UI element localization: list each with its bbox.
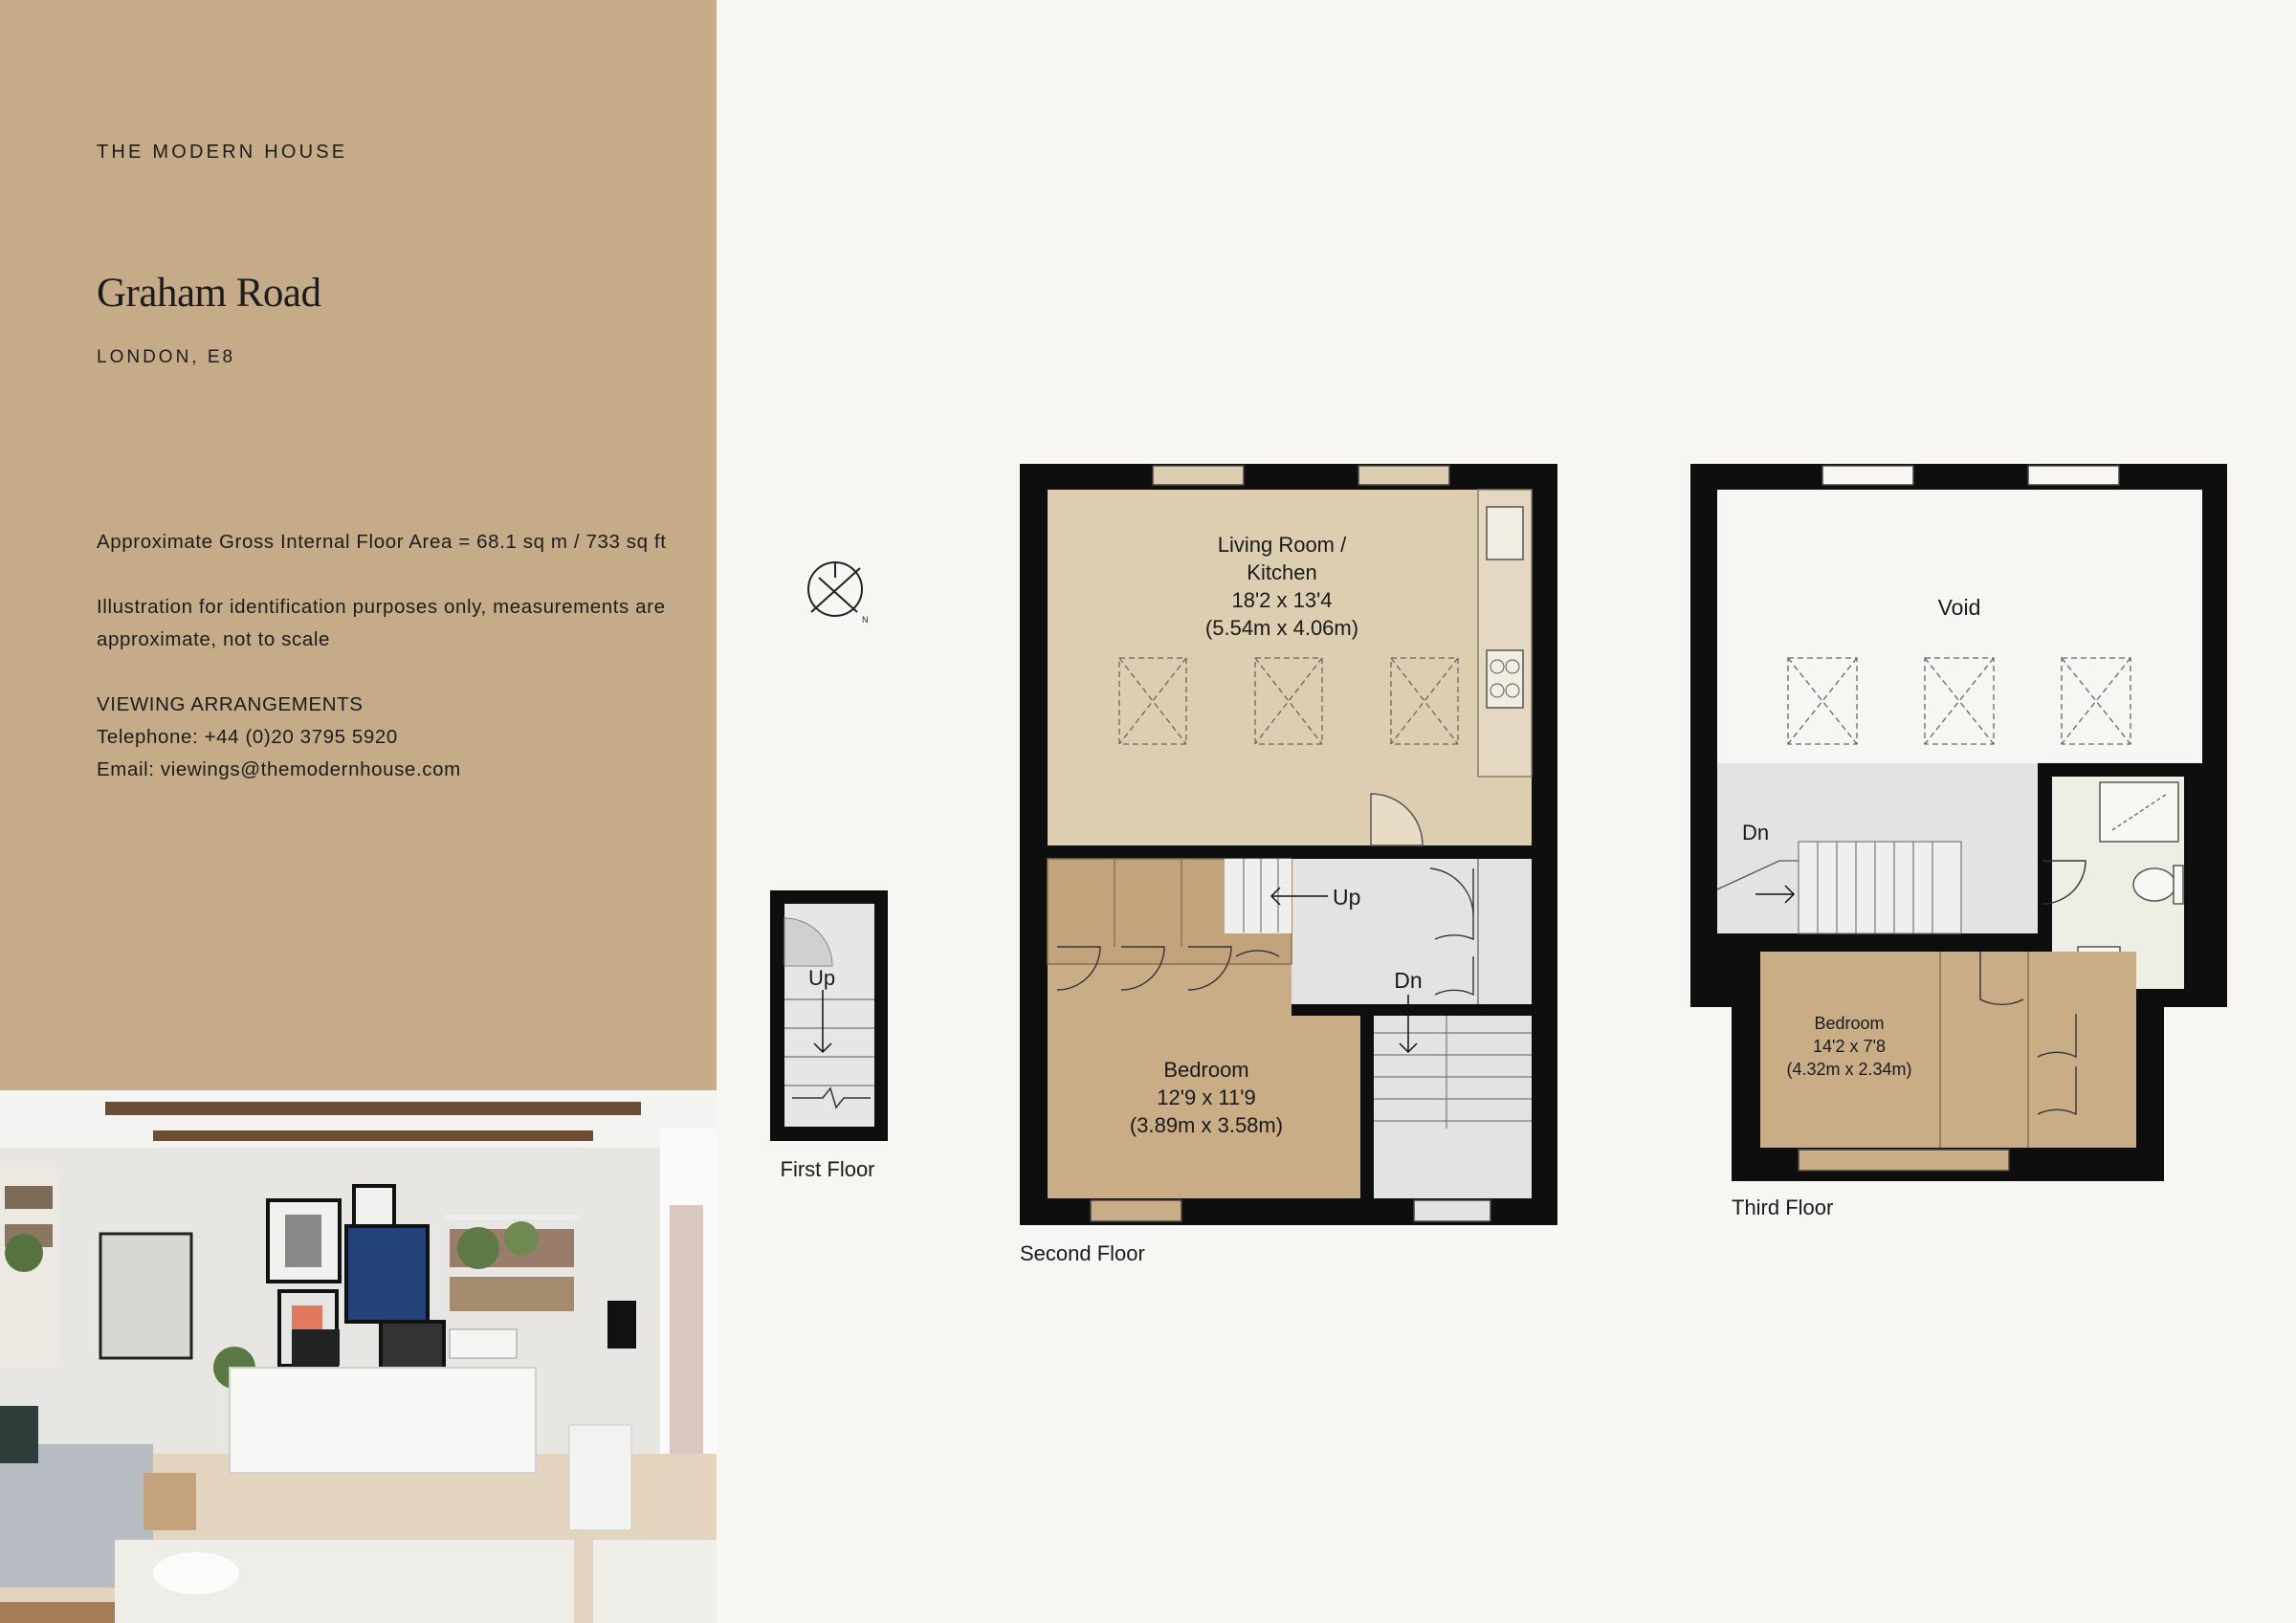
third-floor-stair-down-label: Dn	[1742, 821, 1769, 844]
bedroom-dims-imperial: 12'9 x 11'9	[1157, 1086, 1255, 1109]
sidebar-panel: THE MODERN HOUSE Graham Road LONDON, E8 …	[0, 0, 717, 1090]
brand-name: THE MODERN HOUSE	[97, 142, 348, 163]
third-floor-plan: Dn Void Bedroom 14'2 x 7'8 (4.32m x 2.34…	[1690, 464, 2227, 1219]
telephone-text: Telephone: +44 (0)20 3795 5920	[97, 726, 398, 748]
third-floor-bedroom-area	[1760, 952, 2136, 1148]
living-room-dims-metric: (5.54m x 4.06m)	[1205, 616, 1358, 640]
living-room-name-line1: Living Room /	[1218, 533, 1347, 557]
third-floor-bedroom-dims-imperial: 14'2 x 7'8	[1813, 1037, 1886, 1056]
compass-north-label: N	[862, 615, 869, 625]
bedroom-name: Bedroom	[1163, 1058, 1248, 1082]
third-floor-bedroom-dims-metric: (4.32m x 2.34m)	[1786, 1060, 1911, 1079]
bedroom-dims-metric: (3.89m x 3.58m)	[1130, 1113, 1283, 1137]
third-floor-bedroom-name: Bedroom	[1814, 1014, 1884, 1033]
disclaimer-line-2: approximate, not to scale	[97, 628, 331, 650]
first-floor-label: First Floor	[781, 1157, 875, 1181]
third-floor-label: Third Floor	[1732, 1195, 1833, 1219]
floor-area-text: Approximate Gross Internal Floor Area = …	[97, 531, 667, 553]
viewing-heading: VIEWING ARRANGEMENTS	[97, 693, 364, 715]
property-title: Graham Road	[97, 271, 321, 316]
living-room-dims-imperial: 18'2 x 13'4	[1231, 588, 1332, 612]
second-floor-label: Second Floor	[1020, 1241, 1145, 1265]
first-floor-stair-up-label: Up	[808, 966, 835, 990]
interior-photo	[0, 1090, 717, 1623]
living-room-name-line2: Kitchen	[1247, 560, 1316, 584]
second-floor-stair-up-label: Up	[1333, 885, 1360, 910]
void-label: Void	[1938, 595, 1981, 620]
compass-rose-icon: N	[807, 561, 869, 625]
first-floor-plan: Up First Floor	[770, 890, 888, 1181]
email-text: Email: viewings@themodernhouse.com	[97, 758, 461, 780]
property-location: LONDON, E8	[97, 347, 236, 367]
second-floor-stair-down-label: Dn	[1394, 968, 1422, 993]
disclaimer-line-1: Illustration for identification purposes…	[97, 596, 666, 618]
floorplan-drawing: N Up First Floor	[770, 464, 2227, 1265]
second-floor-plan: Up Dn Living Room / Kitchen 18'2 x 13'4 …	[1020, 464, 1557, 1265]
void-area	[1717, 490, 2202, 763]
